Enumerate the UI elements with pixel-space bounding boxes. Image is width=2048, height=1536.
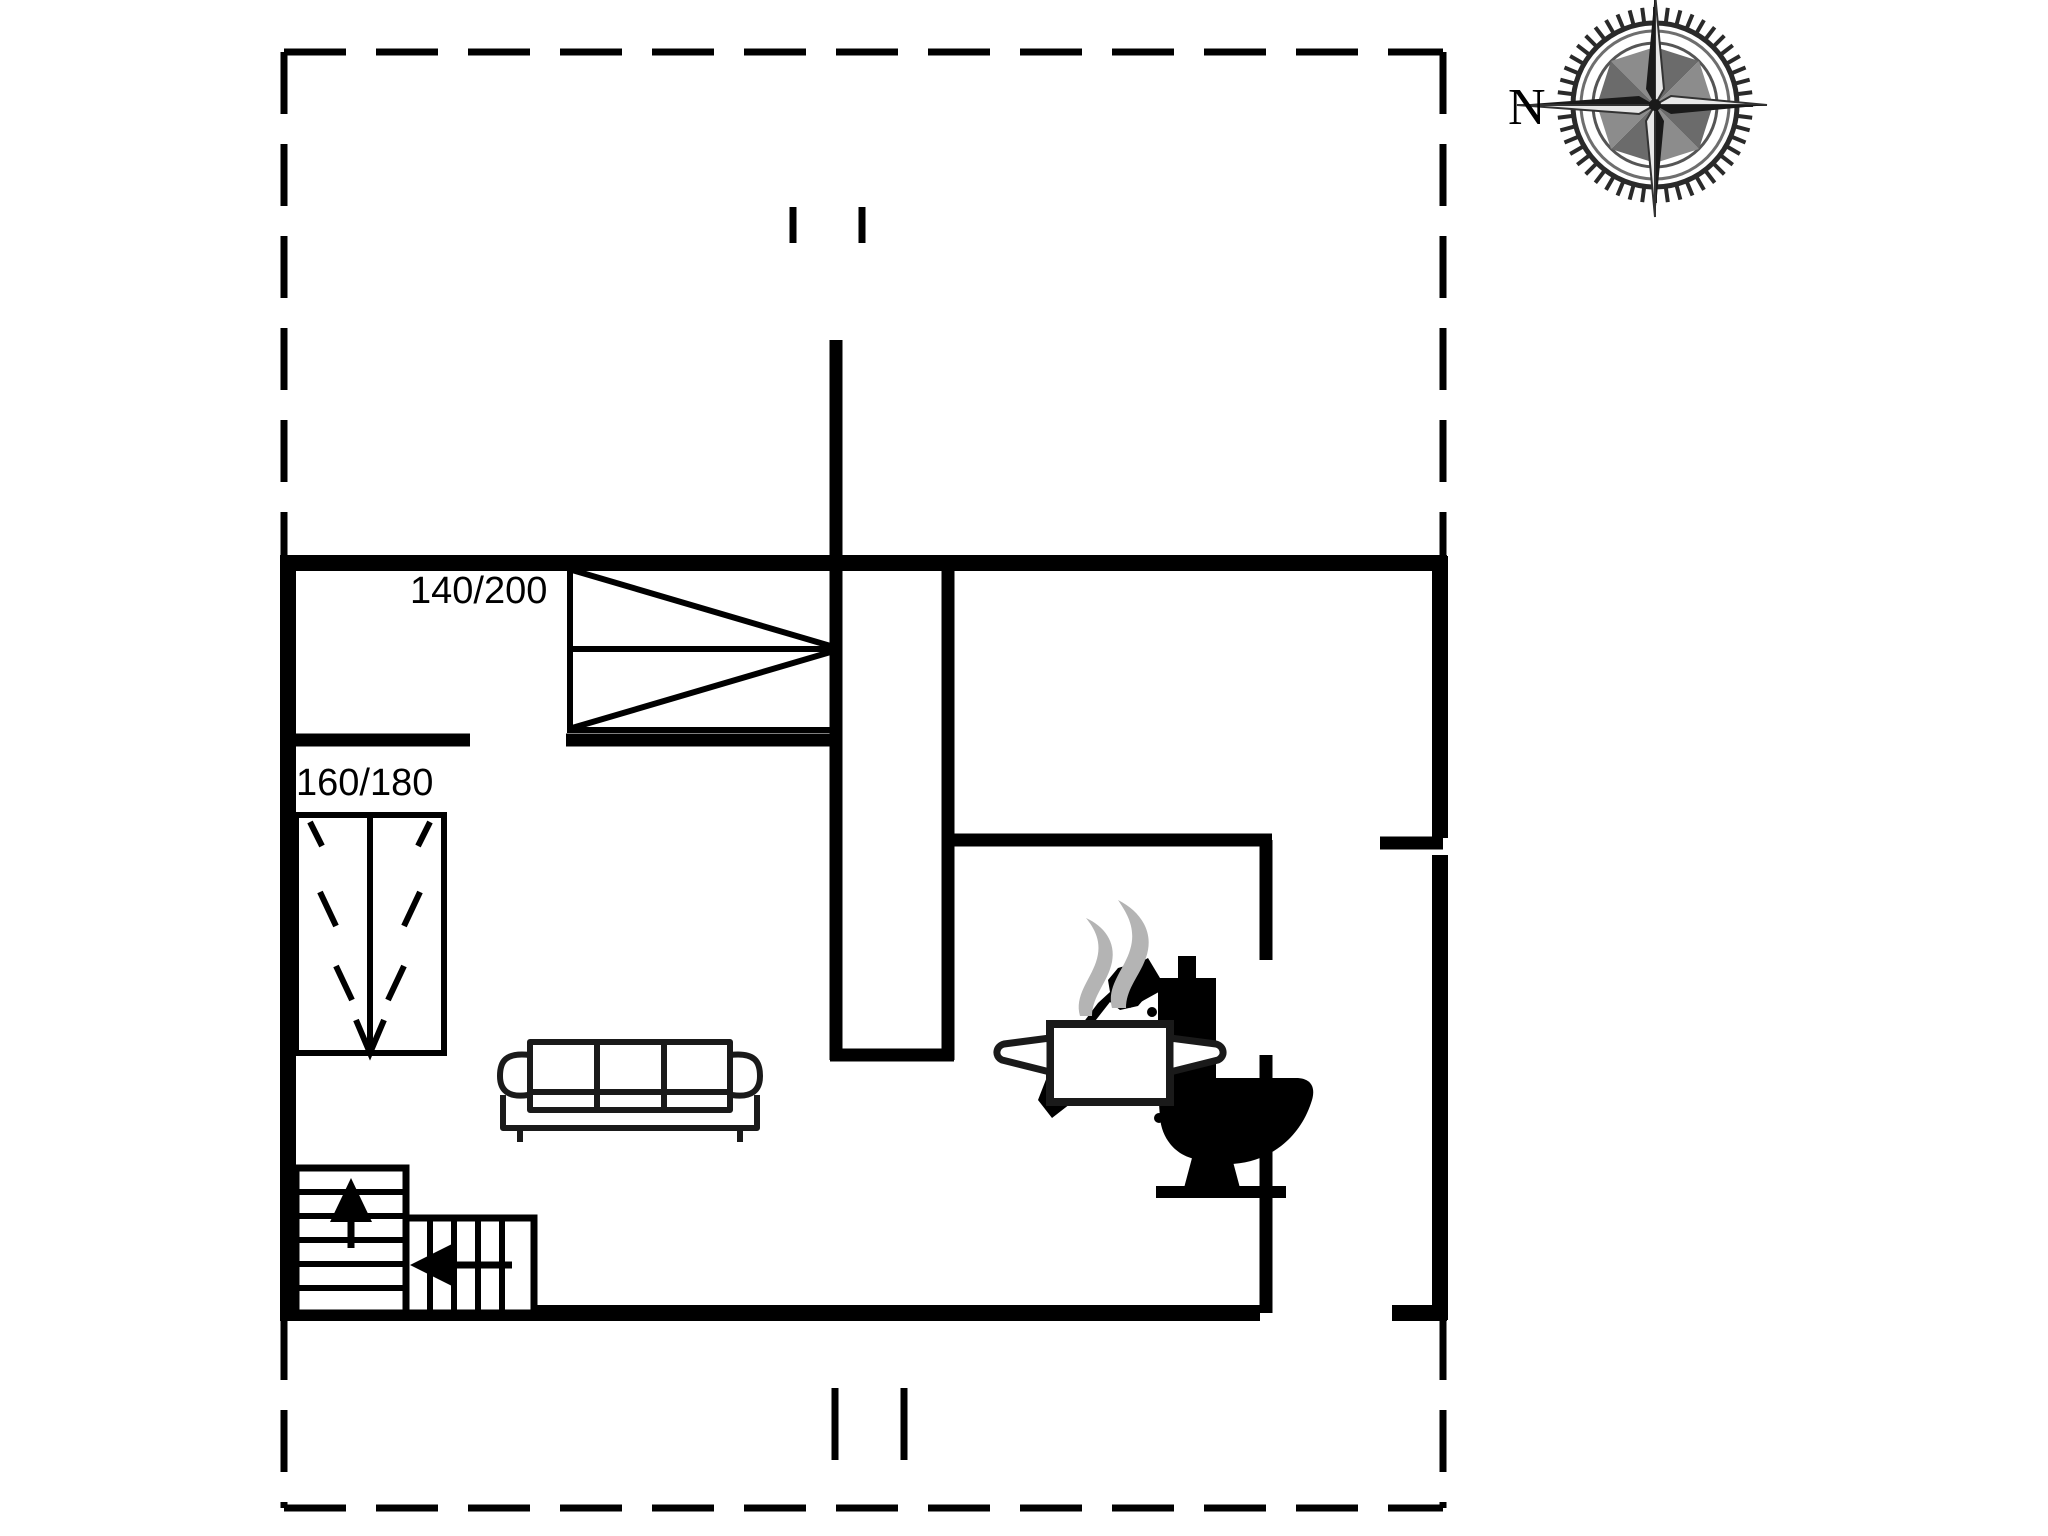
stairs-left-icon [402, 1214, 538, 1317]
terrace-rail-ticks-top [789, 207, 866, 243]
steam-icon [1078, 900, 1149, 1016]
compass-rose-icon [1516, 0, 1768, 218]
double-bed-symbol [567, 565, 839, 733]
toilet-icon [1156, 956, 1314, 1198]
bed-dimension-label-140-200: 140/200 [410, 570, 548, 612]
sofa-symbol [497, 1039, 763, 1142]
sofa-bed-dimension-label-160-180: 160/180 [296, 762, 434, 804]
terrace-rail-ticks-bottom [831, 1388, 908, 1460]
sofa-bed-symbol [293, 812, 447, 1061]
interior-walls [290, 340, 1443, 1313]
terrace-outline-dashed [280, 48, 1447, 1512]
stairs-up-icon [292, 1164, 410, 1317]
cooking-pot-icon [993, 900, 1227, 1106]
compass-north-label: N [1508, 79, 1546, 136]
